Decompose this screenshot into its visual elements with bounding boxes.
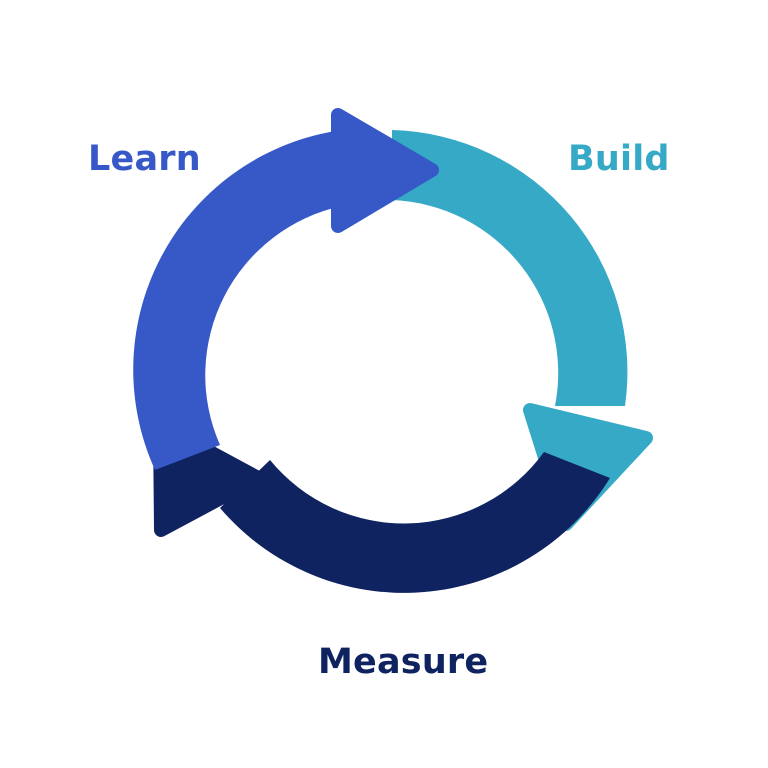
measure-arc [220,452,610,593]
stage-label-measure: Measure [318,642,489,682]
stage-label-build: Build [568,139,670,179]
learn-arc [133,130,342,470]
learn-arrowhead [331,108,439,233]
build-arc [392,130,628,406]
stage-label-learn: Learn [88,139,201,179]
